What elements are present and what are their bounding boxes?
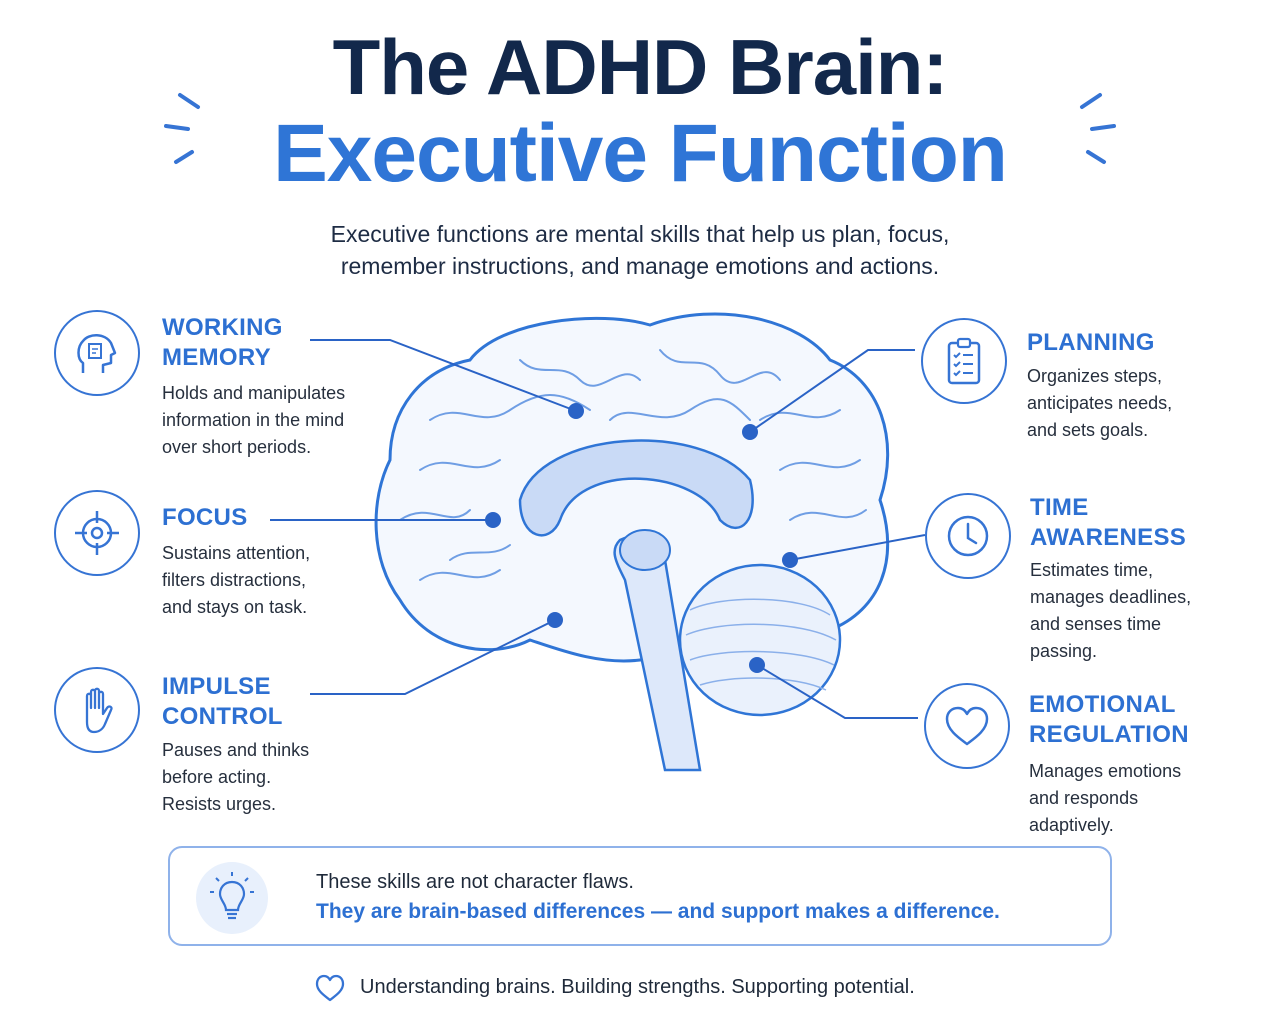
emotional-regulation-icon-ring (924, 683, 1010, 769)
impulse-control-heading-line-1: IMPULSE (162, 673, 271, 700)
impulse-control-desc-line: before acting. (162, 767, 272, 787)
focus-icon-ring (54, 490, 140, 576)
subtitle-line-1: Executive functions are mental skills th… (330, 221, 950, 247)
cerebellum-folds (685, 598, 837, 691)
burst-mark (178, 93, 200, 109)
clipboard-checklist-icon (947, 337, 981, 385)
banner-line-2: They are brain-based differences — and s… (316, 900, 1000, 923)
planning-desc-line: and sets goals. (1027, 420, 1149, 440)
focus-description: Sustains attention, filters distractions… (162, 540, 362, 621)
dot-impulse-control (547, 612, 563, 628)
focus-desc-line: filters distractions, (162, 570, 307, 590)
dot-working-memory (568, 403, 584, 419)
hand-icon (85, 687, 113, 734)
dot-focus (485, 512, 501, 528)
planning-heading: PLANNING (1027, 328, 1217, 358)
connector-impulse-control (310, 619, 556, 695)
target-icon (75, 511, 119, 555)
subtitle: Executive functions are mental skills th… (240, 218, 1040, 282)
working-memory-heading-line-2: MEMORY (162, 344, 271, 371)
focus-heading: FOCUS (162, 503, 352, 533)
burst-mark (174, 150, 194, 164)
burst-mark (1080, 93, 1102, 109)
thalamus (619, 529, 671, 571)
time-awareness-heading-line-2: AWARENESS (1030, 524, 1187, 551)
title-burst-marks (164, 93, 1116, 164)
lightbulb-icon (210, 872, 254, 920)
emotional-regulation-heading: EMOTIONAL REGULATION (1029, 690, 1229, 750)
brain-folds (399, 349, 867, 581)
emotional-regulation-desc-line: Manages emotions (1029, 761, 1182, 781)
working-memory-heading: WORKING MEMORY (162, 313, 352, 373)
impulse-control-desc-line: Pauses and thinks (162, 740, 310, 760)
lightbulb-badge (196, 862, 268, 934)
time-awareness-icon-ring (925, 493, 1011, 579)
working-memory-heading-line-1: WORKING (162, 314, 283, 341)
planning-desc-line: anticipates needs, (1027, 393, 1173, 413)
burst-mark (1086, 150, 1106, 164)
title-line-2: Executive Function (273, 108, 1008, 199)
time-awareness-heading-line-1: TIME (1030, 494, 1089, 521)
time-awareness-desc-line: manages deadlines, (1030, 587, 1192, 607)
head-memory-icon (77, 334, 117, 373)
working-memory-description: Holds and manipulates information in the… (162, 380, 362, 461)
heart-outline-icon (315, 974, 345, 1002)
cerebellum (678, 563, 842, 717)
planning-desc-line: Organizes steps, (1027, 366, 1163, 386)
dot-planning (742, 424, 758, 440)
time-awareness-desc-line: passing. (1030, 641, 1098, 661)
focus-desc-line: and stays on task. (162, 597, 308, 617)
connector-emotional-regulation (756, 664, 918, 719)
planning-description: Organizes steps, anticipates needs, and … (1027, 363, 1227, 444)
focus-heading-line-1: FOCUS (162, 504, 248, 531)
subtitle-line-2: remember instructions, and manage emotio… (340, 253, 940, 279)
heart-icon (945, 706, 989, 746)
focus-desc-line: Sustains attention, (162, 543, 311, 563)
impulse-control-description: Pauses and thinks before acting. Resists… (162, 737, 362, 818)
planning-heading-line-1: PLANNING (1027, 329, 1155, 356)
connector-working-memory (310, 339, 577, 412)
emotional-regulation-heading-line-1: EMOTIONAL (1029, 691, 1176, 718)
emotional-regulation-desc-line: adaptively. (1029, 815, 1114, 835)
clock-icon (947, 515, 989, 557)
working-memory-desc-line: over short periods. (162, 437, 312, 457)
impulse-control-heading-line-2: CONTROL (162, 703, 283, 730)
emotional-regulation-heading-line-2: REGULATION (1029, 721, 1189, 748)
planning-icon-ring (921, 318, 1007, 404)
working-memory-desc-line: information in the mind (162, 410, 345, 430)
working-memory-icon-ring (54, 310, 140, 396)
working-memory-desc-line: Holds and manipulates (162, 383, 346, 403)
connector-time-awareness (789, 534, 926, 561)
dot-time-awareness (782, 552, 798, 568)
title-line-1: The ADHD Brain: (332, 23, 949, 111)
banner-line-1: These skills are not character flaws. (316, 871, 634, 893)
impulse-control-heading: IMPULSE CONTROL (162, 672, 352, 732)
impulse-control-icon-ring (54, 667, 140, 753)
dot-emotional-regulation (749, 657, 765, 673)
emotional-regulation-desc-line: and responds (1029, 788, 1139, 808)
emotional-regulation-description: Manages emotions and responds adaptively… (1029, 758, 1229, 839)
burst-mark (164, 124, 190, 131)
corpus-callosum (518, 439, 754, 537)
burst-mark (1090, 124, 1116, 131)
impulse-control-desc-line: Resists urges. (162, 794, 277, 814)
connector-planning (749, 349, 915, 433)
footer-tagline: Understanding brains. Building strengths… (360, 976, 915, 998)
time-awareness-description: Estimates time, manages deadlines, and s… (1030, 557, 1230, 665)
time-awareness-desc-line: Estimates time, (1030, 560, 1154, 580)
time-awareness-heading: TIME AWARENESS (1030, 493, 1220, 553)
key-message-banner (168, 846, 1112, 946)
time-awareness-desc-line: and senses time (1030, 614, 1162, 634)
